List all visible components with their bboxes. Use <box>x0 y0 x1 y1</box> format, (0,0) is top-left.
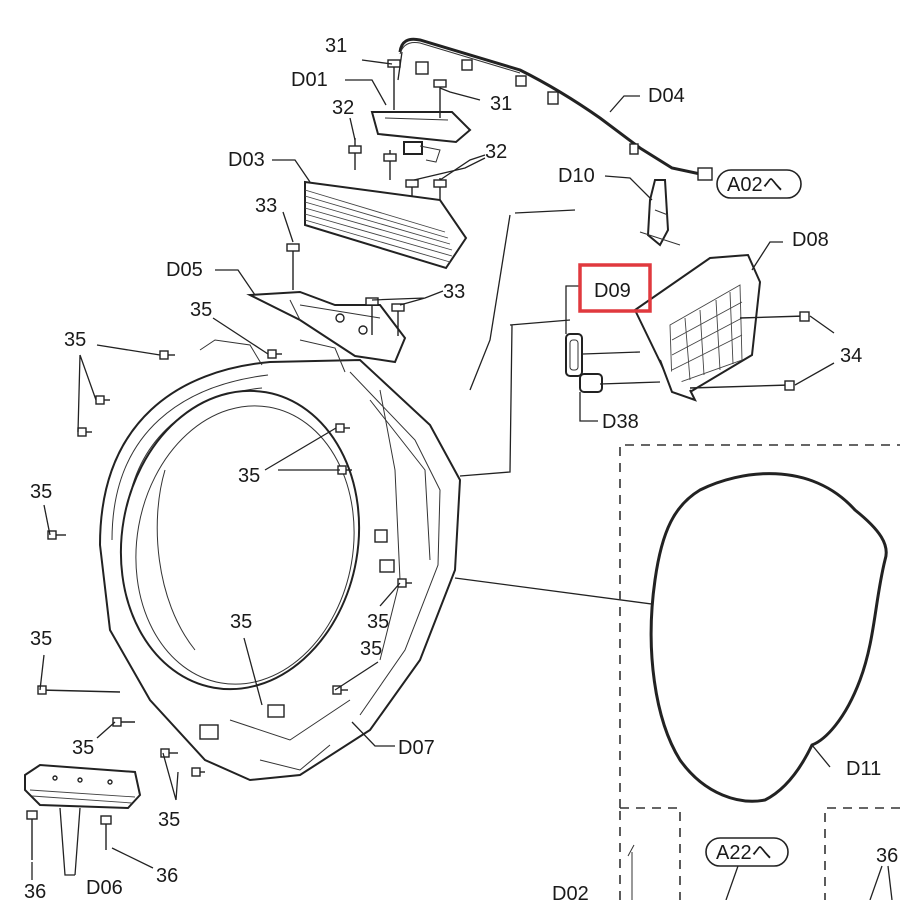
label-33-top: 33 <box>255 195 277 217</box>
label-35-b: 35 <box>64 329 86 351</box>
label-34: 34 <box>840 345 862 367</box>
label-d08: D08 <box>792 229 829 251</box>
screw-32-b <box>383 150 397 180</box>
callout-labels: 31 31 D01 D04 32 32 D03 D10 A02へ 33 D08 … <box>24 35 898 900</box>
label-36-left: 36 <box>24 881 46 900</box>
part-d38-seal <box>579 373 603 393</box>
screw-34-a <box>739 311 810 322</box>
screw-32-a <box>348 138 362 170</box>
part-d06-heater <box>24 763 142 810</box>
label-d01: D01 <box>291 69 328 91</box>
label-35-f: 35 <box>230 611 252 633</box>
label-35-c: 35 <box>238 465 260 487</box>
screw-36-mid <box>100 815 112 850</box>
label-d03: D03 <box>228 149 265 171</box>
label-32-right: 32 <box>485 141 507 163</box>
label-d07: D07 <box>398 737 435 759</box>
label-35-g: 35 <box>30 628 52 650</box>
label-32-left: 32 <box>332 97 354 119</box>
label-36-right: 36 <box>876 845 898 867</box>
part-d04-harness <box>397 37 713 181</box>
screw-36-left <box>26 810 38 860</box>
label-d10: D10 <box>558 165 595 187</box>
part-d01-bracket <box>370 111 472 163</box>
label-31-right: 31 <box>490 93 512 115</box>
screw-35-group <box>37 349 412 777</box>
label-31-top: 31 <box>325 35 347 57</box>
screw-31-right <box>433 79 447 118</box>
label-d05: D05 <box>166 259 203 281</box>
label-33-right: 33 <box>443 281 465 303</box>
label-d04: D04 <box>648 85 685 107</box>
label-d06: D06 <box>86 877 123 899</box>
screw-33-a <box>286 243 300 290</box>
part-tub-opening <box>119 389 361 691</box>
highlight-box-d09 <box>578 263 652 313</box>
label-d09: D09 <box>594 280 631 302</box>
part-d08-filter <box>633 253 762 402</box>
leader-lines <box>31 59 835 880</box>
part-d11-gasket <box>649 472 888 803</box>
label-35-i: 35 <box>72 737 94 759</box>
part-d09-seal <box>565 333 583 377</box>
label-d02: D02 <box>552 883 589 900</box>
label-35-e: 35 <box>367 611 389 633</box>
label-a22: A22へ <box>716 842 772 864</box>
label-35-j: 35 <box>158 809 180 831</box>
screw-33-b <box>365 297 405 336</box>
label-35-a: 35 <box>190 299 212 321</box>
screw-34-b <box>689 380 795 391</box>
ref-a02-link[interactable]: A02へ <box>716 169 802 199</box>
ref-a22-link[interactable]: A22へ <box>705 837 789 867</box>
label-35-d: 35 <box>30 481 52 503</box>
part-d03-heater <box>304 180 468 270</box>
label-35-h: 35 <box>360 638 382 660</box>
label-36-mid: 36 <box>156 865 178 887</box>
label-d38: D38 <box>602 411 639 433</box>
part-d10-hose <box>639 179 681 247</box>
label-d11: D11 <box>846 758 881 780</box>
screw-31-left <box>387 59 401 110</box>
part-d05-duct <box>246 290 407 364</box>
label-a02: A02へ <box>727 174 783 196</box>
